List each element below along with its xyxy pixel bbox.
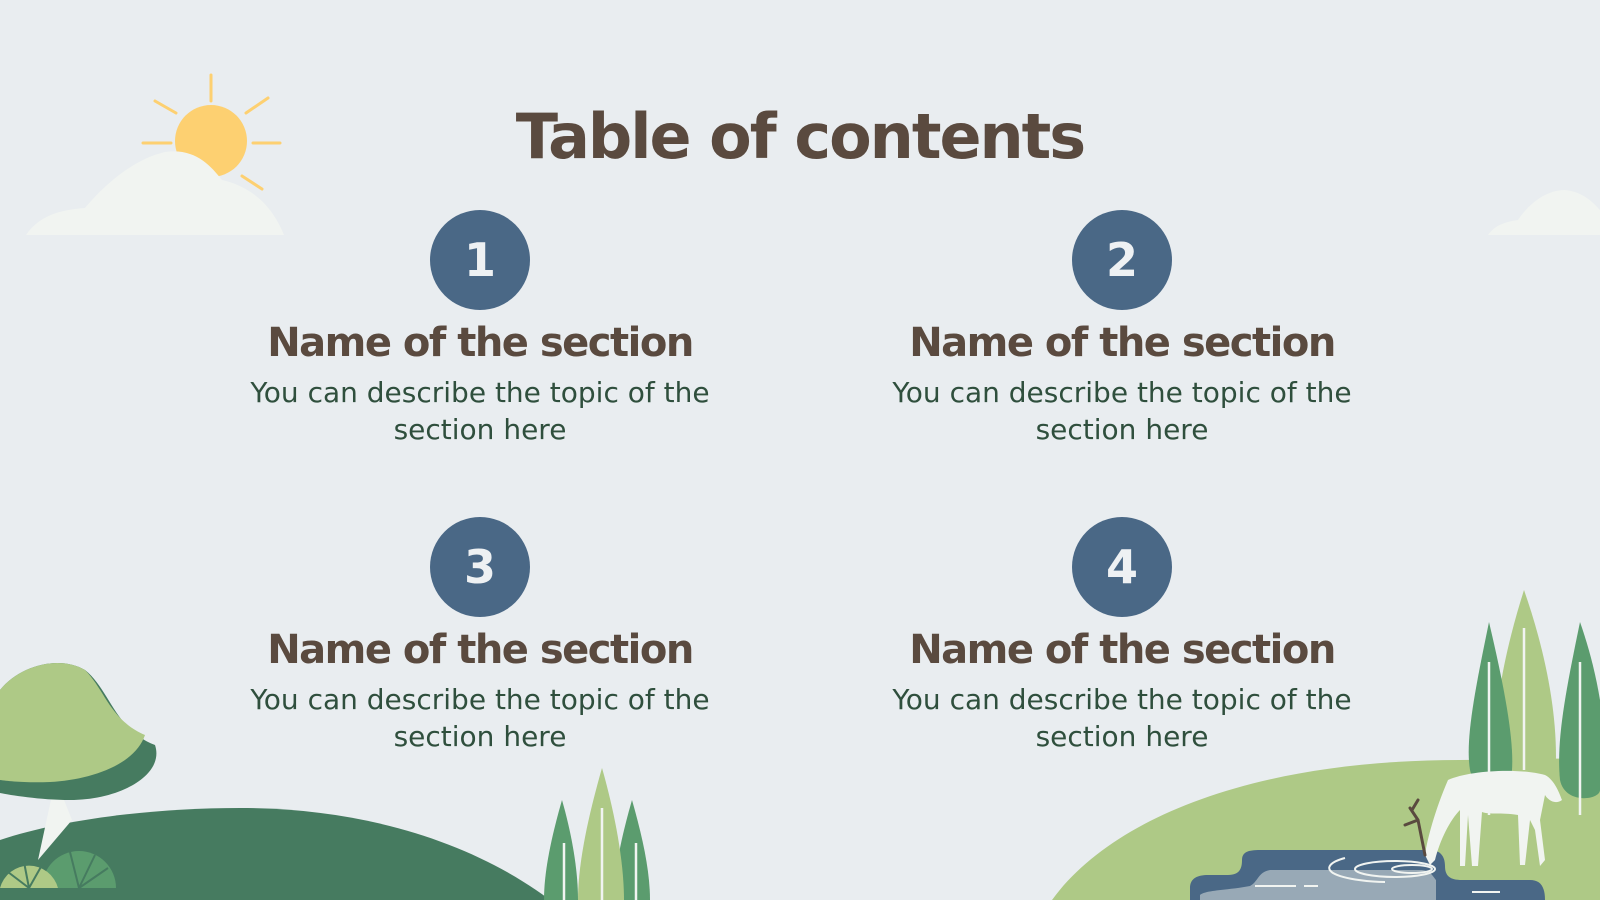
toc-item-2: 2 Name of the section You can describe t… <box>842 210 1402 448</box>
section-name: Name of the section <box>267 320 694 366</box>
section-description: You can describe the topic of the sectio… <box>250 376 710 446</box>
pond-icon <box>1190 850 1545 900</box>
toc-item-1: 1 Name of the section You can describe t… <box>200 210 760 448</box>
section-number-badge: 4 <box>1072 517 1172 617</box>
section-number-badge: 3 <box>430 517 530 617</box>
tree-group-icon-right <box>1468 590 1600 815</box>
section-name: Name of the section <box>909 320 1336 366</box>
section-name: Name of the section <box>267 627 694 673</box>
tree-group-icon <box>544 768 650 900</box>
hill-right <box>1052 758 1600 900</box>
hill-left <box>0 808 550 900</box>
toc-item-4: 4 Name of the section You can describe t… <box>842 517 1402 755</box>
section-name: Name of the section <box>909 627 1336 673</box>
section-number-badge: 2 <box>1072 210 1172 310</box>
page-title: Table of contents <box>515 100 1086 173</box>
section-description: You can describe the topic of the sectio… <box>892 376 1352 446</box>
section-description: You can describe the topic of the sectio… <box>250 683 710 753</box>
deer-icon <box>1403 770 1562 866</box>
cloud-icon-right <box>1488 190 1600 235</box>
toc-item-3: 3 Name of the section You can describe t… <box>200 517 760 755</box>
section-number-badge: 1 <box>430 210 530 310</box>
section-description: You can describe the topic of the sectio… <box>892 683 1352 753</box>
tree-round-icon <box>0 662 157 860</box>
bush-icon <box>0 847 116 889</box>
